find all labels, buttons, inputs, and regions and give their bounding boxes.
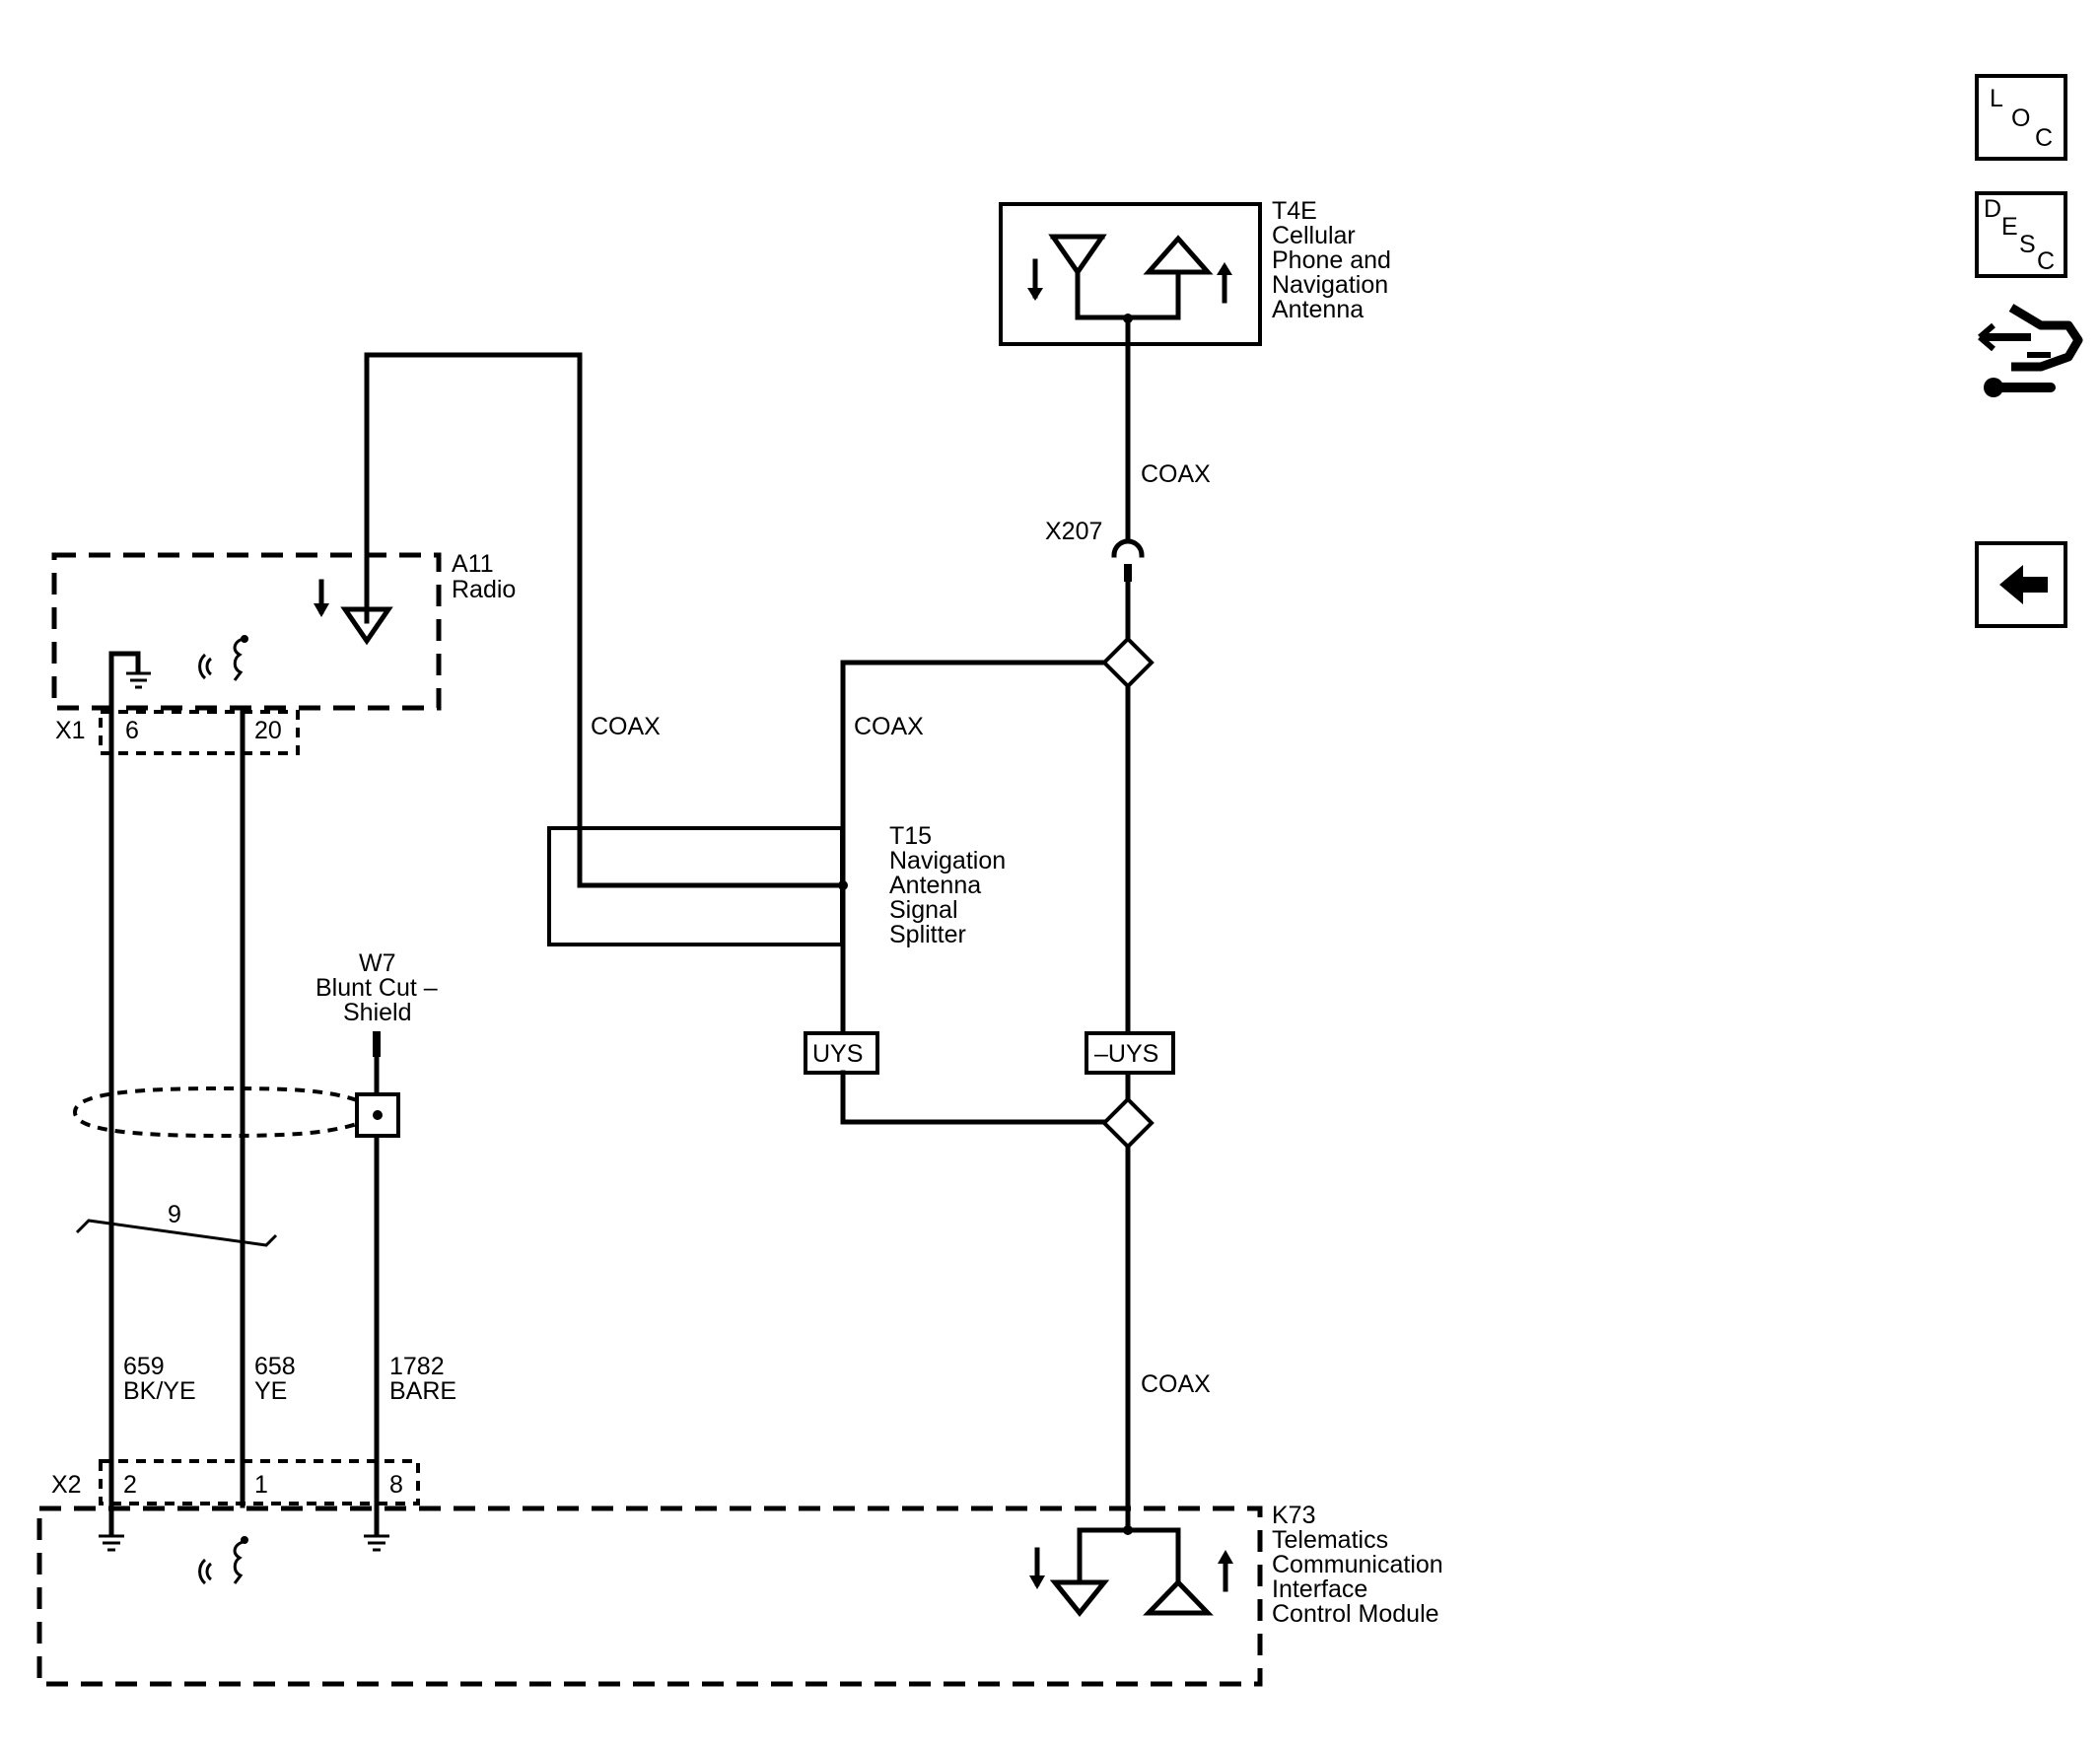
x2-label: X2: [51, 1471, 82, 1499]
connector-tool-button[interactable]: [1978, 304, 2083, 397]
x1-label: X1: [55, 717, 86, 744]
t4e-label-3: Navigation: [1272, 271, 1388, 299]
x2-pin-2: 2: [123, 1471, 137, 1499]
svg-text:D: D: [1984, 195, 2001, 223]
coax-splice-uys: [840, 660, 1107, 1125]
x1-pin-20: 20: [254, 717, 282, 744]
k73-label-1: Telematics: [1272, 1526, 1388, 1554]
desc-button[interactable]: D E S C: [1975, 191, 2067, 278]
w7-label-1: Blunt Cut –: [315, 974, 438, 1002]
connector-tool-icon: [1978, 304, 2083, 397]
wire-658-color: YE: [254, 1377, 287, 1405]
coax-label-radio: COAX: [591, 713, 661, 740]
coax-t15-radio: [364, 352, 583, 888]
radio-ground-icon: [108, 651, 151, 780]
t4e-label-4: Antenna: [1272, 296, 1364, 323]
k73-audio-icon: [198, 1536, 248, 1585]
t15-label-3: Signal: [889, 896, 958, 924]
radio-antenna-icon: [314, 579, 393, 646]
twist-count: 9: [168, 1201, 181, 1228]
svg-text:C: C: [2037, 247, 2055, 275]
wire-658-circuit: 658: [254, 1353, 296, 1380]
k73-module: [36, 1505, 1263, 1687]
x207-label: X207: [1045, 518, 1102, 545]
coax-uys-splice: [840, 1070, 1107, 1125]
t4e-label-2: Phone and: [1272, 246, 1391, 274]
shield-ellipse: [72, 1085, 400, 1139]
k73-label-4: Control Module: [1272, 1600, 1439, 1628]
svg-text:E: E: [2001, 213, 2018, 241]
not-uys-option-box: [1085, 1031, 1175, 1075]
svg-text:L: L: [1990, 85, 2003, 112]
coax-label-top: COAX: [1141, 460, 1211, 488]
w7-ref: W7: [359, 949, 396, 977]
x2-pin-1: 1: [254, 1471, 268, 1499]
k73-label-3: Interface: [1272, 1575, 1367, 1603]
k73-ground-icon-right: [364, 1503, 389, 1552]
wire-659-color: BK/YE: [123, 1377, 196, 1405]
w7-label-2: Shield: [343, 999, 412, 1026]
k73-antenna-icon: [1029, 1525, 1233, 1617]
loc-button[interactable]: L O C: [1975, 74, 2067, 161]
wire-1782-circuit: 1782: [389, 1353, 445, 1380]
a11-radio-module: [51, 552, 442, 711]
x1-pin-6: 6: [125, 717, 139, 744]
a11-label: Radio: [452, 576, 516, 603]
wire-1782-color: BARE: [389, 1377, 456, 1405]
t4e-label-1: Cellular: [1272, 222, 1356, 249]
back-button[interactable]: [1975, 541, 2067, 628]
svg-text:S: S: [2019, 231, 2036, 258]
twisted-pair-icon: [75, 1219, 278, 1247]
t15-ref: T15: [889, 822, 932, 850]
loc-icon: L O C: [1990, 85, 2053, 152]
svg-text:O: O: [2011, 105, 2030, 132]
coax-label-mid: COAX: [854, 713, 924, 740]
a11-ref: A11: [452, 550, 494, 578]
k73-label-2: Communication: [1272, 1551, 1443, 1578]
coax-label-bottom: COAX: [1141, 1370, 1211, 1398]
t15-label-2: Antenna: [889, 872, 981, 899]
desc-icon: D E S C: [1984, 195, 2055, 275]
svg-text:C: C: [2035, 124, 2053, 152]
not-uys-option-label: –UYS: [1094, 1040, 1158, 1068]
x207-connector: [1111, 538, 1145, 582]
radio-audio-icon: [198, 635, 248, 681]
back-arrow-icon: [1999, 565, 2048, 604]
x2-pin-8: 8: [389, 1471, 403, 1499]
x1-connector: [99, 710, 300, 755]
lower-splice: [1101, 1096, 1155, 1150]
k73-ground-icon-left: [99, 1503, 124, 1552]
t15-label-4: Splitter: [889, 921, 966, 948]
x2-connector: [99, 1459, 420, 1505]
uys-option-label: UYS: [812, 1040, 863, 1068]
t4e-ref: T4E: [1272, 197, 1317, 225]
w7-blunt-cut: [373, 1031, 381, 1057]
t15-label-1: Navigation: [889, 847, 1006, 875]
upper-splice: [1101, 636, 1155, 689]
wire-659-circuit: 659: [123, 1353, 165, 1380]
k73-ref: K73: [1272, 1502, 1315, 1529]
